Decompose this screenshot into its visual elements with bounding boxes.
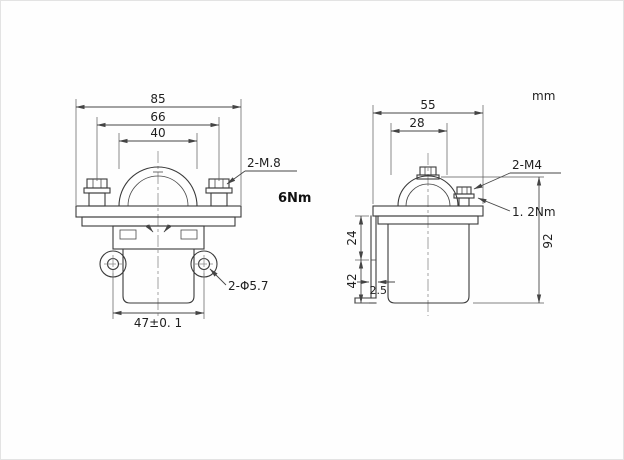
front-dome <box>118 166 198 207</box>
front-terminal-bolt-left <box>83 178 111 207</box>
front-second-plate <box>81 216 236 227</box>
dim-text-42: 42 <box>345 273 359 288</box>
dim-side-upper-width-28: 28 <box>390 116 448 175</box>
label-terminal-thread-m4: 2-M4 <box>473 158 561 190</box>
dim-text-40: 40 <box>150 126 165 140</box>
dim-mount-hole-spacing-47: 47±0. 1 <box>112 273 205 330</box>
side-apex-nut <box>416 166 440 180</box>
label-text-6nm: 6Nm <box>278 191 311 206</box>
dim-text-2-5: 2.5 <box>370 284 388 297</box>
front-top-plate <box>75 205 242 218</box>
label-terminal-thread-m8: 2-M.8 <box>226 156 297 185</box>
coil-terminal-left <box>119 229 137 240</box>
label-text-1-2nm: 1. 2Nm <box>512 205 556 219</box>
dim-bracket-thickness-2-5: 2.5 <box>357 279 395 297</box>
unit-label: mm <box>532 89 555 103</box>
dim-overall-width-85: 85 <box>75 92 242 205</box>
label-text-2-phi-5-7: 2-Φ5.7 <box>228 279 269 293</box>
coil-terminal-right <box>180 229 198 240</box>
front-lower-body <box>122 248 195 304</box>
side-lower-body <box>387 223 470 304</box>
dim-side-width-55: 55 <box>372 98 484 204</box>
dim-dome-width-40: 40 <box>118 126 198 169</box>
dim-text-28: 28 <box>409 116 424 130</box>
dim-side-heights-24-42: 24 42 <box>345 215 369 304</box>
front-view: 85 66 40 47±0. 1 2-M.8 <box>75 92 311 330</box>
dim-text-92: 92 <box>541 233 555 248</box>
dim-text-24: 24 <box>345 230 359 245</box>
dim-text-55: 55 <box>420 98 435 112</box>
dim-text-66: 66 <box>150 110 165 124</box>
dim-overall-height-92: 92 <box>441 176 555 304</box>
label-text-2-m4: 2-M4 <box>512 158 542 172</box>
dim-text-47: 47±0. 1 <box>134 316 182 330</box>
front-middle-block <box>112 224 205 250</box>
dim-text-85: 85 <box>150 92 165 106</box>
side-view: 55 28 24 42 2.5 <box>345 98 561 316</box>
label-text-2-m8: 2-M.8 <box>247 156 281 170</box>
dim-terminal-spacing-66: 66 <box>96 110 220 181</box>
label-terminal-torque-1-2nm: 1. 2Nm <box>477 197 556 219</box>
label-mount-holes-phi57: 2-Φ5.7 <box>209 268 269 293</box>
